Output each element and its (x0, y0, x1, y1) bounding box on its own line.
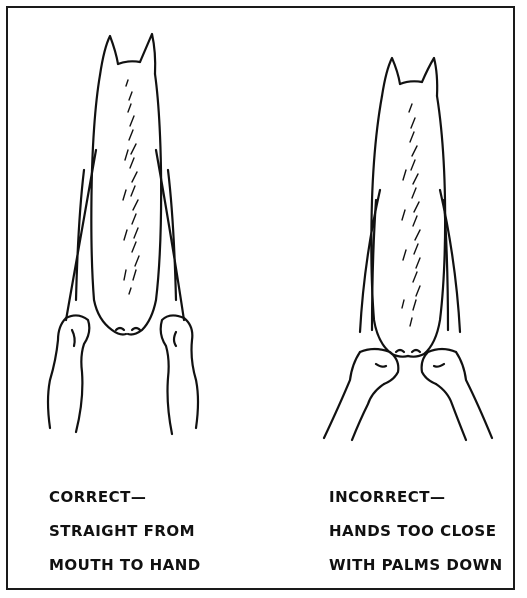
right-hand-correct (161, 315, 198, 434)
caption-incorrect: INCORRECT— HANDS TOO CLOSE WITH PALMS DO… (329, 480, 503, 582)
caption-line: HANDS TOO CLOSE (329, 514, 503, 548)
caption-line: MOUTH TO HAND (49, 548, 201, 582)
horse-head-correct (66, 34, 184, 335)
left-hand-correct (48, 315, 89, 432)
caption-line: WITH PALMS DOWN (329, 548, 503, 582)
caption-line: INCORRECT— (329, 480, 503, 514)
horse-head-incorrect (360, 58, 460, 357)
caption-correct: CORRECT— STRAIGHT FROM MOUTH TO HAND (49, 480, 201, 582)
left-hand-incorrect (324, 349, 398, 440)
caption-line: CORRECT— (49, 480, 201, 514)
caption-line: STRAIGHT FROM (49, 514, 201, 548)
right-hand-incorrect (422, 349, 492, 440)
